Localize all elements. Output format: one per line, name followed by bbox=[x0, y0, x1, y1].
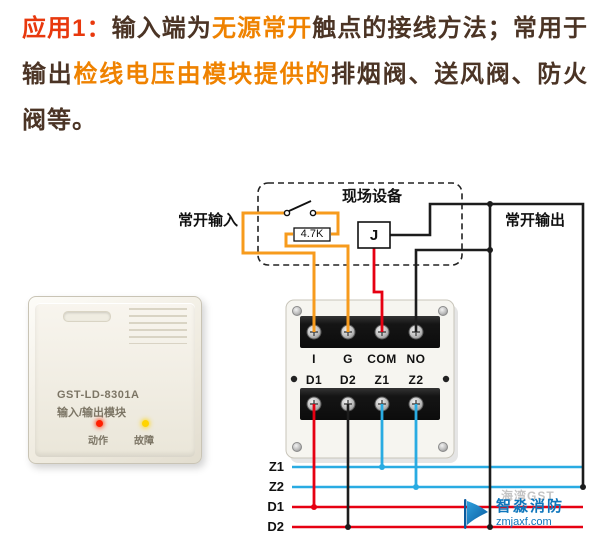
terminal-strip-bottom bbox=[300, 388, 440, 420]
field-device-box bbox=[257, 182, 463, 266]
terminal-label-i: I bbox=[312, 352, 316, 366]
switch-symbol bbox=[283, 200, 317, 217]
terminal-label-d2: D2 bbox=[339, 373, 357, 387]
side-screw-icon bbox=[290, 375, 298, 383]
brand-watermark: 智淼消防 zmjaxf.com bbox=[462, 498, 564, 530]
field-device-label: 现场设备 bbox=[341, 188, 403, 205]
module-name-text: 输入/输出模块 bbox=[57, 407, 127, 419]
module-indicator-slot bbox=[63, 311, 111, 322]
fault-led-label: 故障 bbox=[134, 436, 154, 447]
terminal-label-z2: Z2 bbox=[408, 373, 424, 387]
terminal-strip-top bbox=[300, 316, 440, 348]
output-wire-red bbox=[312, 248, 384, 507]
note-highlight-1: 无源常开 bbox=[211, 15, 313, 42]
terminal-label-com: COM bbox=[367, 352, 397, 366]
note-text-1: 输入端为 bbox=[111, 15, 212, 42]
terminal-label-z1: Z1 bbox=[374, 373, 390, 387]
bus-label-d2: D2 bbox=[267, 519, 284, 534]
bus-label-d1: D1 bbox=[267, 499, 284, 514]
normally-open-input-label: 常开输入 bbox=[177, 212, 239, 229]
note-title: 应用1： bbox=[22, 15, 112, 42]
bus-lines bbox=[292, 465, 583, 529]
mounting-screw-icons bbox=[292, 306, 448, 452]
note-text-2: 触点的接线方法；常用于输出 bbox=[22, 15, 589, 88]
bus-label-z2: Z2 bbox=[268, 479, 284, 494]
terminal-label-g: G bbox=[343, 352, 353, 366]
module-grille bbox=[129, 308, 187, 344]
brand-url-text: zmjaxf.com bbox=[496, 516, 552, 529]
brand-text-block: 智淼消防 zmjaxf.com bbox=[496, 498, 564, 529]
normally-open-output-label: 常开输出 bbox=[504, 212, 566, 229]
input-wire-orange bbox=[241, 211, 350, 332]
relay-label: J bbox=[369, 227, 379, 244]
junction-dots bbox=[311, 201, 586, 530]
brand-logo-icon bbox=[464, 499, 488, 529]
terminal-label-d1: D1 bbox=[305, 373, 323, 387]
module-photo: GST-LD-8301A 输入/输出模块 动作 故障 bbox=[28, 296, 202, 464]
output-wire-black bbox=[346, 202, 585, 527]
module-model-text: GST-LD-8301A bbox=[57, 389, 140, 401]
terminal-label-no: NO bbox=[406, 352, 426, 366]
relay-body bbox=[357, 221, 391, 249]
action-led-label: 动作 bbox=[88, 436, 108, 447]
resistor-body bbox=[293, 227, 331, 242]
note-text-3: 排烟阀、送风阀、防火阀等。 bbox=[22, 61, 589, 134]
application-note: 应用1：输入端为无源常开触点的接线方法；常用于输出检线电压由模块提供的排烟阀、送… bbox=[22, 6, 588, 144]
brand-name-text: 智淼消防 bbox=[496, 498, 565, 516]
side-screw-icon bbox=[442, 375, 450, 383]
resistor-value-label: 4.7K bbox=[300, 228, 324, 240]
note-highlight-2: 检线电压由模块提供的 bbox=[73, 61, 332, 88]
ghost-watermark: 海湾GST bbox=[501, 489, 555, 503]
bus-label-z1: Z1 bbox=[268, 459, 284, 474]
action-led bbox=[96, 420, 103, 427]
fault-led bbox=[142, 420, 149, 427]
loop-wire-blue bbox=[380, 404, 418, 487]
